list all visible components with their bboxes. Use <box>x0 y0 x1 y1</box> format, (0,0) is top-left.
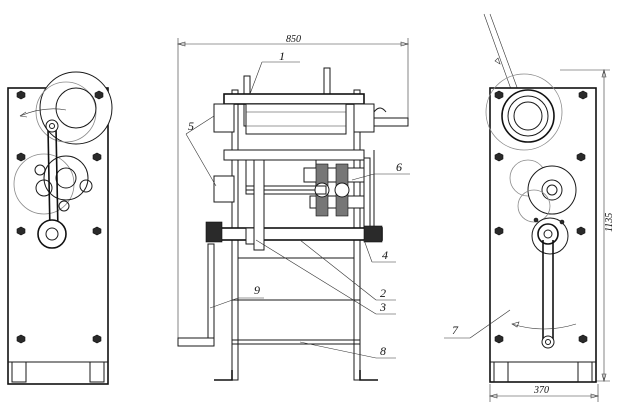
dimension-width-total: 850 <box>286 34 301 45</box>
dimension-height-total: 1135 <box>604 213 615 232</box>
front-view <box>176 38 410 381</box>
dimension-width-side: 370 <box>533 385 549 396</box>
part-label-2: 2 <box>380 286 386 300</box>
part-label-6: 6 <box>396 160 402 174</box>
left-side-view <box>7 71 113 385</box>
right-side-view <box>444 13 610 402</box>
part-label-1: 1 <box>279 49 285 63</box>
part-label-7: 7 <box>452 323 459 337</box>
part-label-5: 5 <box>188 119 194 133</box>
part-label-8: 8 <box>380 344 386 358</box>
part-label-4: 4 <box>382 248 388 262</box>
part-label-9: 9 <box>254 283 260 297</box>
part-label-3: 3 <box>379 300 386 314</box>
